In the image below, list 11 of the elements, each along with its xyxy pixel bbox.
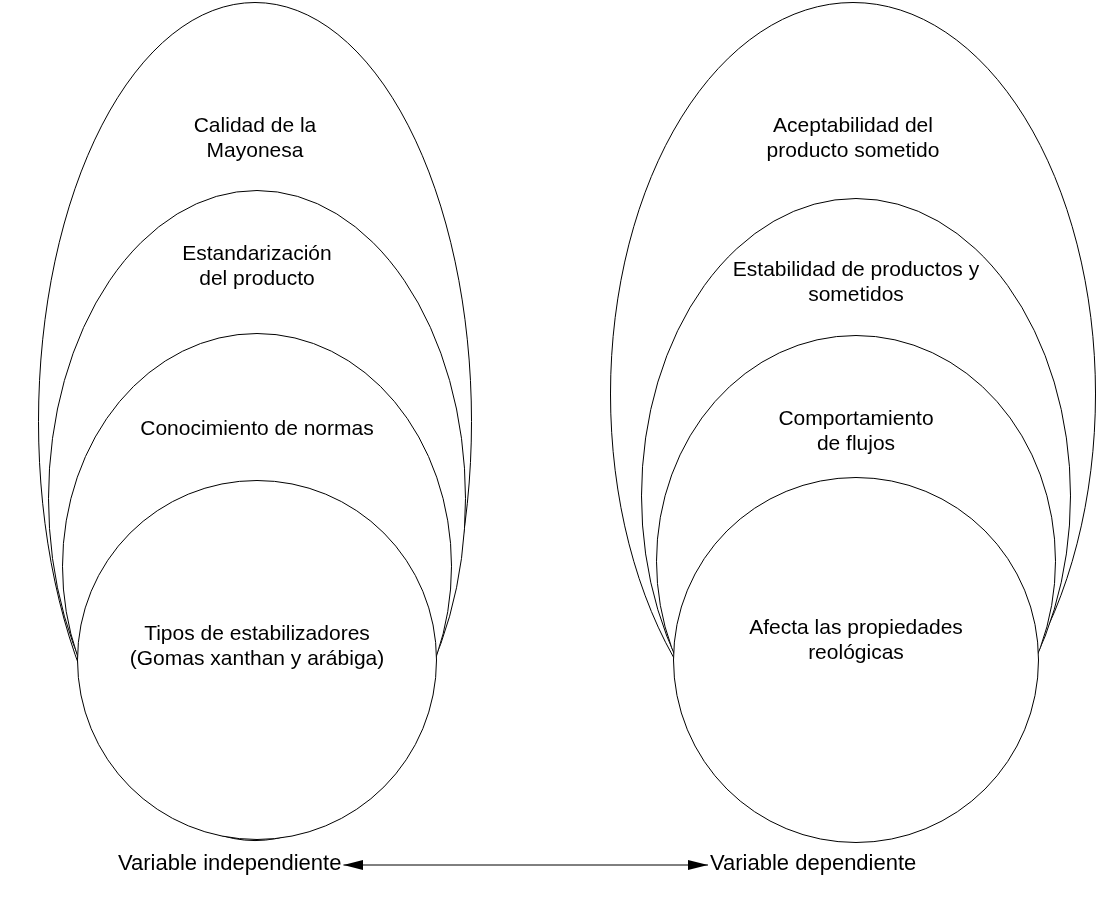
ellipse-label: Tipos de estabilizadores (Gomas xanthan y arábiga) [128, 620, 386, 671]
ellipse-label: Aceptabilidad del producto sometido [765, 112, 941, 163]
double-arrow [342, 860, 709, 870]
ellipse-label: Afecta las propiedades reológicas [748, 614, 964, 665]
ellipse-label: Estandarización del producto [181, 240, 333, 291]
ellipse-label: Estabilidad de productos y sometidos [731, 256, 981, 307]
variable-label: Variable dependiente [710, 850, 917, 876]
ellipse-label: Conocimiento de normas [139, 415, 375, 441]
ellipse-label: Comportamiento de flujos [777, 405, 935, 456]
ellipse-label: Calidad de la Mayonesa [192, 112, 318, 163]
variable-label: Variable independiente [118, 850, 342, 876]
